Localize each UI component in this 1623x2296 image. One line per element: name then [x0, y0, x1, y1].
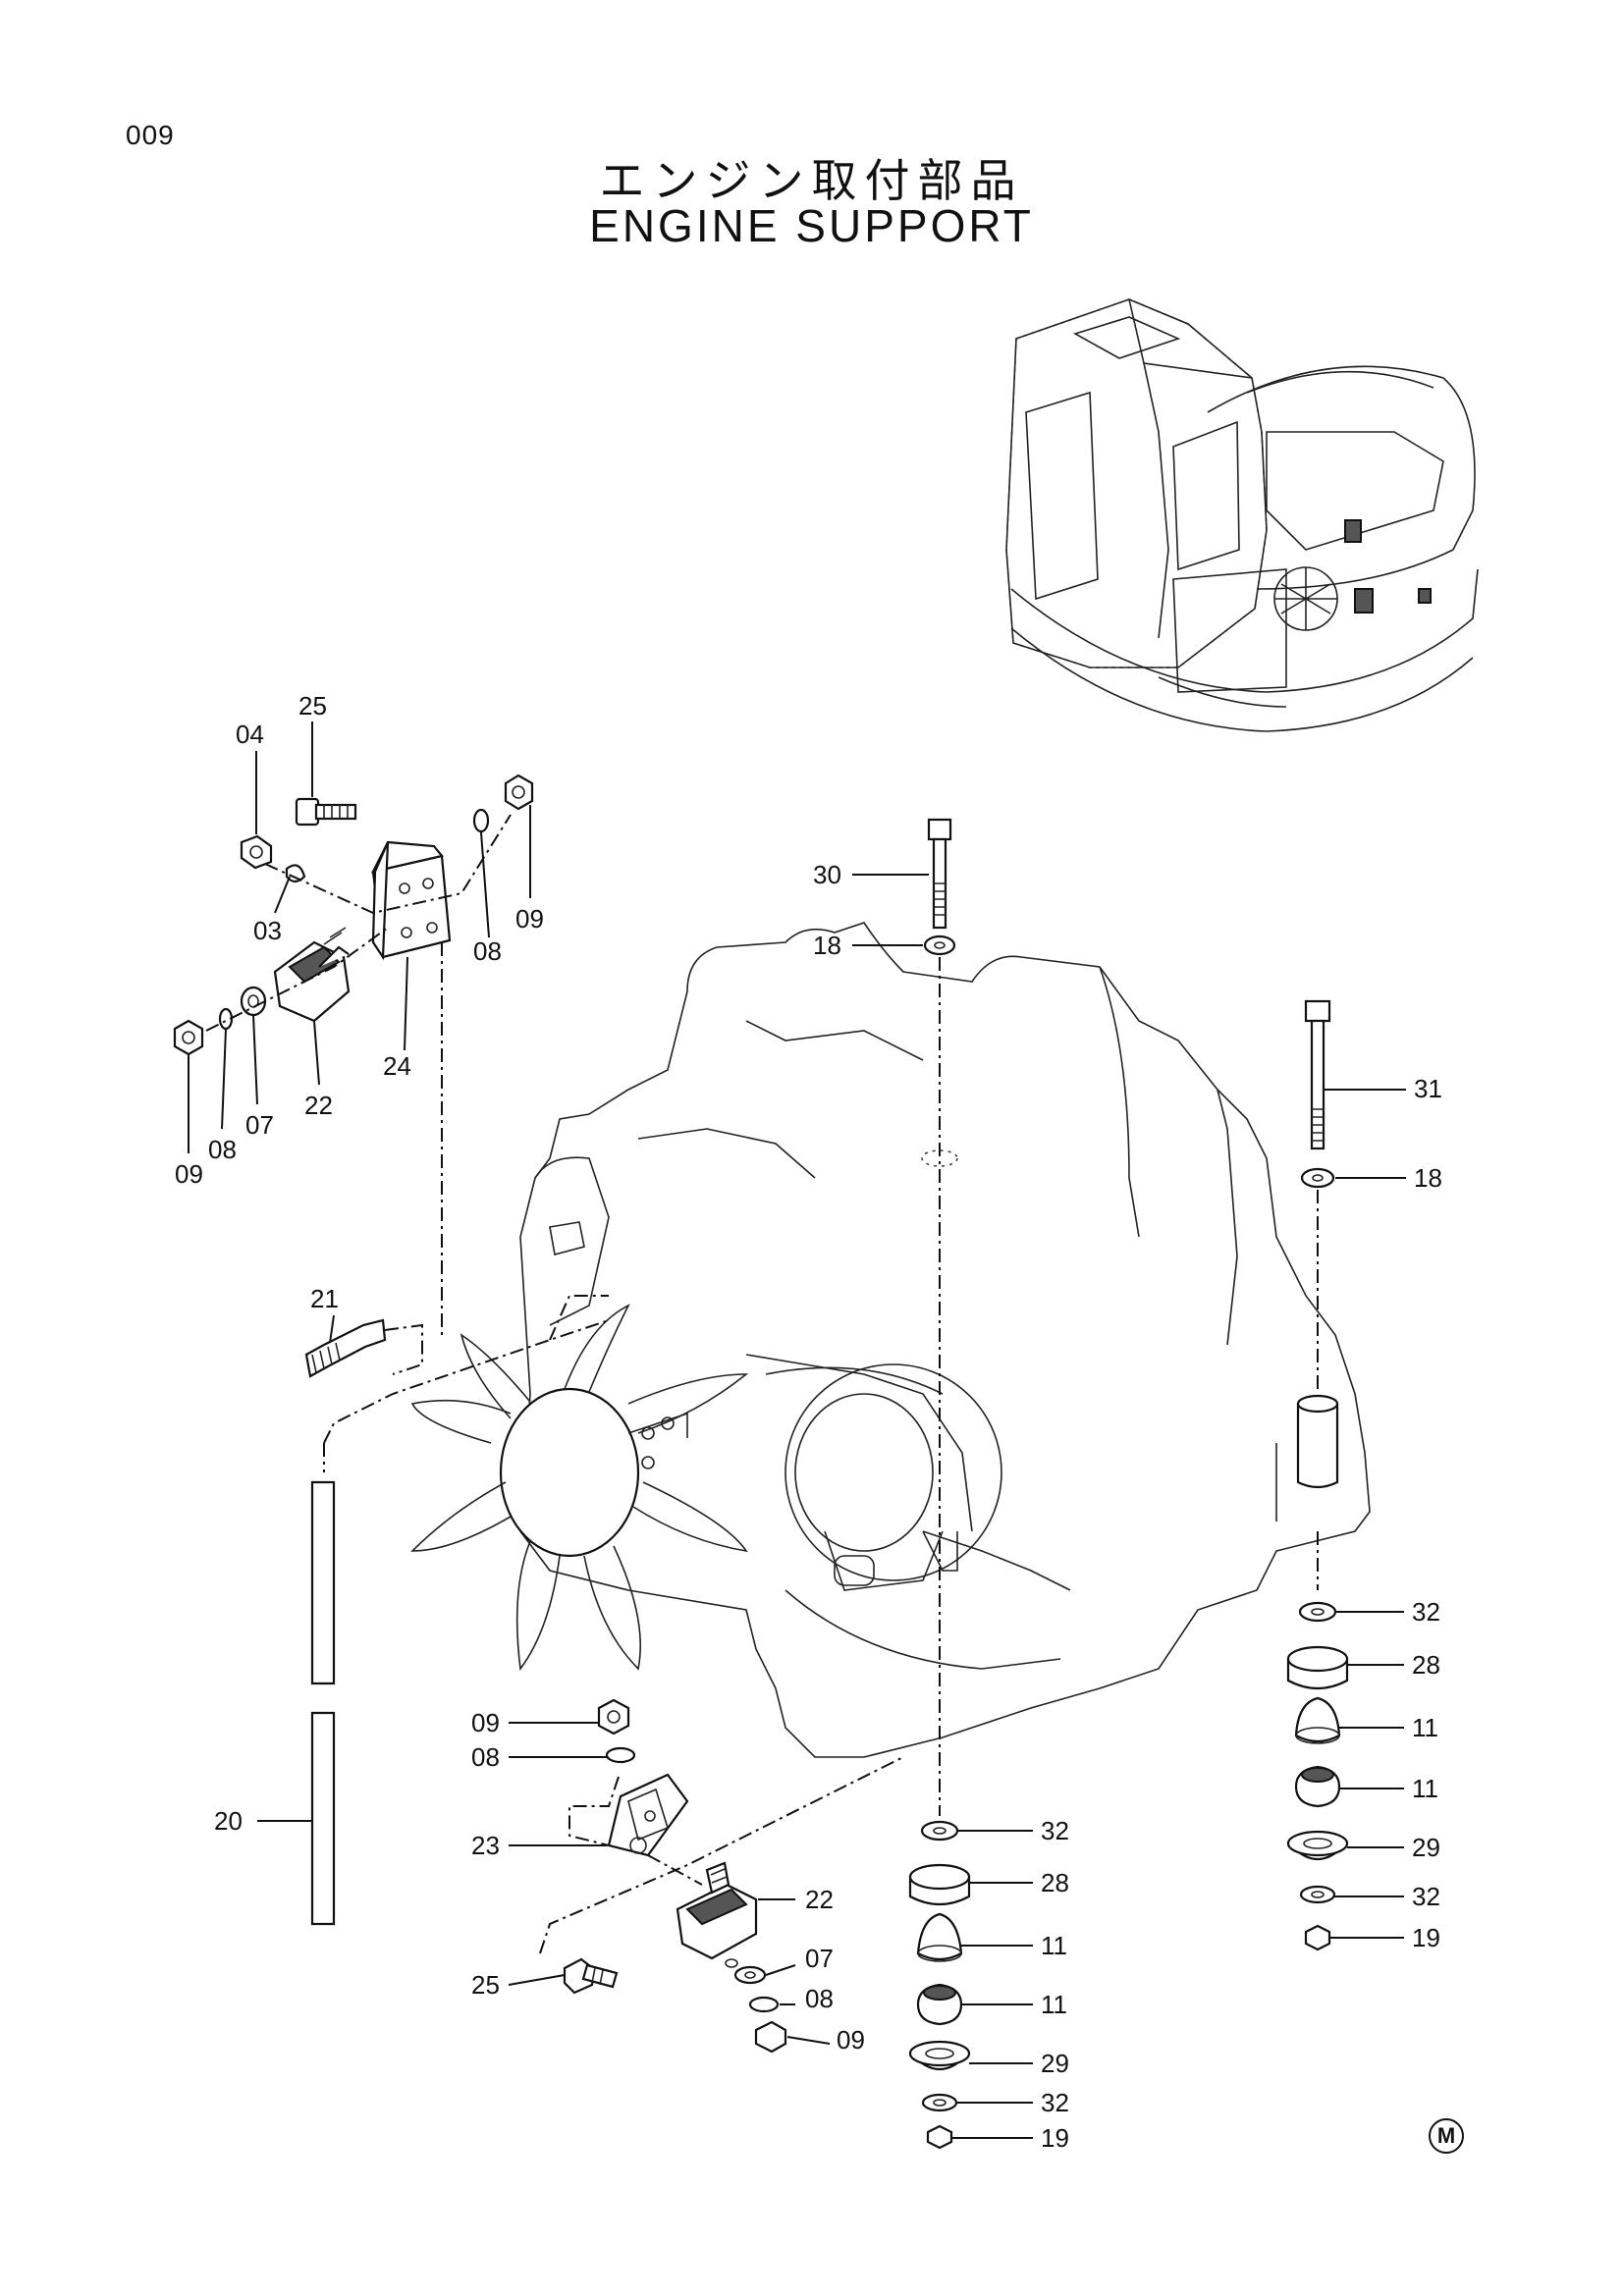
nut-19-center — [926, 2124, 953, 2150]
revision-mark: M — [1429, 2118, 1464, 2154]
nut-09-lower — [597, 1698, 630, 1735]
cooling-fan — [410, 1304, 749, 1672]
washer-07-lower — [733, 1965, 767, 1985]
nut-04 — [240, 834, 273, 870]
callout-08: 08 — [473, 936, 502, 966]
callout-11: 11 — [1041, 1990, 1067, 2019]
callout-09: 09 — [837, 2025, 865, 2055]
cushion-11-right-a — [1294, 1696, 1341, 1743]
spacer-tube-right — [1296, 1402, 1339, 1489]
cushion-11-center-a — [916, 1912, 963, 1961]
page-number: 009 — [126, 120, 175, 150]
nut-09-bottom — [754, 2020, 787, 2054]
washer-03 — [285, 864, 306, 883]
bracket-assembly-lower — [539, 1698, 904, 2054]
callout-08: 08 — [805, 1984, 834, 2013]
engine-outline — [519, 922, 1371, 1758]
pin-21 — [304, 1318, 387, 1378]
page-title-english: ENGINE SUPPORT — [589, 200, 1034, 251]
callout-23: 23 — [471, 1831, 500, 1860]
callout-07: 07 — [805, 1944, 834, 1973]
callout-08: 08 — [471, 1742, 500, 1772]
bracket-assembly-upper — [173, 774, 534, 1335]
callout-32: 32 — [1412, 1597, 1440, 1627]
center-mount-stack — [908, 818, 971, 2150]
washer-32-right-a — [1298, 1601, 1337, 1623]
nut-09-left — [173, 1019, 204, 1056]
washer-32-right-b — [1299, 1885, 1336, 1904]
rod-20-upper — [310, 1480, 336, 1685]
washer-07-upper — [240, 986, 267, 1017]
washer-18-center — [923, 934, 956, 956]
callout-11: 11 — [1041, 1931, 1067, 1960]
callout-18: 18 — [1414, 1163, 1442, 1193]
callout-31: 31 — [1414, 1074, 1442, 1103]
callout-09: 09 — [175, 1159, 203, 1189]
callout-29: 29 — [1412, 1833, 1440, 1862]
callout-32: 32 — [1412, 1882, 1440, 1911]
right-mount-stack — [1286, 999, 1349, 1951]
callout-32: 32 — [1041, 1816, 1069, 1845]
callout-25: 25 — [471, 1970, 500, 2000]
callout-18: 18 — [813, 931, 841, 960]
bolt-31-shank — [1310, 1019, 1325, 1150]
callout-29: 29 — [1041, 2049, 1069, 2078]
callout-11: 11 — [1412, 1774, 1438, 1803]
callout-04: 04 — [236, 720, 264, 749]
washer-08-upper — [472, 808, 490, 833]
page-title-japanese: エンジン取付部品 — [599, 154, 1024, 207]
callout-28: 28 — [1412, 1650, 1440, 1680]
pin-and-rod — [304, 1295, 610, 1926]
callout-30: 30 — [813, 860, 841, 889]
callout-19: 19 — [1412, 1923, 1440, 1952]
washer-08-bottom — [748, 1996, 780, 2013]
bracket-23 — [607, 1773, 689, 1857]
bolt-25-shank — [314, 803, 357, 821]
callout-20: 20 — [214, 1806, 243, 1836]
callout-09: 09 — [471, 1708, 500, 1737]
leader-lines — [188, 721, 1406, 2139]
washer-32-center-b — [921, 2093, 958, 2112]
rod-20-lower — [310, 1711, 336, 1926]
washer-18-right — [1300, 1167, 1335, 1189]
callout-19: 19 — [1041, 2123, 1069, 2153]
washer-08-lower — [605, 1746, 636, 1764]
callout-labels: 04 25 03 08 09 22 24 07 09 08 30 18 31 1… — [175, 691, 1442, 2153]
excavator-thumbnail — [1005, 298, 1479, 732]
callout-09: 09 — [515, 904, 544, 934]
callout-11: 11 — [1412, 1713, 1438, 1742]
callout-24: 24 — [383, 1051, 411, 1081]
callout-22: 22 — [304, 1091, 333, 1120]
bolt-30-head — [927, 818, 952, 841]
nut-19-right — [1304, 1924, 1331, 1951]
callout-03: 03 — [253, 916, 282, 945]
callout-07: 07 — [245, 1110, 274, 1140]
washer-32-center-a — [920, 1820, 959, 1842]
bolt-31-head — [1304, 999, 1331, 1023]
nut-09-upper — [504, 774, 534, 811]
callout-32: 32 — [1041, 2088, 1069, 2117]
callout-25: 25 — [298, 691, 327, 721]
callout-22: 22 — [805, 1885, 834, 1914]
callout-21: 21 — [310, 1284, 339, 1313]
callout-08: 08 — [208, 1135, 237, 1164]
callout-28: 28 — [1041, 1868, 1069, 1897]
bolt-25-head — [295, 797, 320, 827]
